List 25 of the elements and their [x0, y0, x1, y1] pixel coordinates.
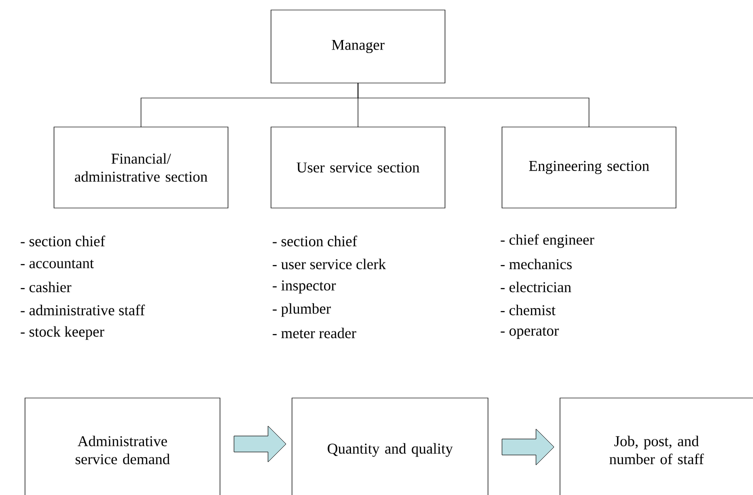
list-item: - meter reader — [272, 328, 356, 338]
list-item: - electrician — [500, 282, 572, 292]
list-item: - operator — [500, 327, 559, 339]
list-item: - inspector — [272, 280, 336, 294]
process-box: Quantity and quality — [292, 398, 488, 495]
list-item: - section chief — [20, 236, 106, 246]
list-item: - chemist — [500, 304, 556, 316]
block-arrow — [234, 426, 286, 462]
list-item: - administrative staff — [20, 304, 145, 316]
manager-box: Manager — [270, 10, 446, 84]
process-box: Administrative service demand — [24, 398, 220, 495]
list-item: - stock keeper — [20, 326, 104, 340]
list-item: - chief engineer — [500, 234, 594, 248]
list-item: - mechanics — [500, 258, 572, 270]
section-box: User service section — [270, 126, 446, 208]
section-box: Financial/ administrative section — [54, 126, 228, 208]
list-item: - user service clerk — [272, 258, 386, 270]
connector-line — [358, 82, 590, 128]
list-item: - plumber — [272, 303, 331, 317]
list-item: - cashier — [20, 282, 72, 292]
section-box: Engineering section — [502, 126, 676, 208]
list-item: - section chief — [272, 236, 358, 246]
process-box: Job, post, and number of staff — [560, 398, 753, 495]
list-item: - accountant — [20, 260, 94, 268]
block-arrow — [502, 428, 554, 466]
